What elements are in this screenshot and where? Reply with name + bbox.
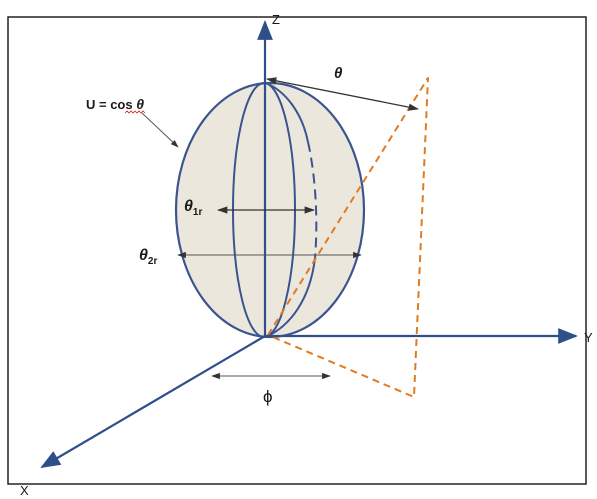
theta-1r-label: θ1r bbox=[184, 198, 202, 218]
z-axis-label: Z bbox=[272, 12, 280, 27]
theta-2r-sub: 2r bbox=[148, 256, 158, 267]
formula-theta: θ bbox=[136, 96, 144, 112]
sphere-meridian-right-bottom bbox=[265, 257, 316, 338]
formula-leader-line bbox=[141, 112, 179, 148]
theta-2r-label: θ2r bbox=[139, 247, 157, 267]
theta-1r-main: θ bbox=[184, 198, 193, 215]
phi-label: ϕ bbox=[263, 387, 273, 406]
theta-arrow bbox=[265, 77, 420, 111]
spellcheck-squiggle bbox=[124, 110, 146, 114]
dashed-triangle bbox=[267, 77, 429, 398]
theta-1r-sub: 1r bbox=[193, 207, 203, 218]
sphere-meridian-right-dashed bbox=[307, 141, 318, 259]
theta-2r-main: θ bbox=[139, 247, 148, 264]
formula-label: U = cos θ bbox=[86, 96, 144, 112]
x-axis-label: X bbox=[20, 483, 29, 498]
formula-prefix: U = cos bbox=[86, 97, 136, 112]
x-axis-line bbox=[40, 335, 266, 469]
y-axis-label: Y bbox=[584, 330, 593, 345]
theta-label: θ bbox=[334, 65, 343, 82]
frame-border bbox=[7, 16, 587, 485]
